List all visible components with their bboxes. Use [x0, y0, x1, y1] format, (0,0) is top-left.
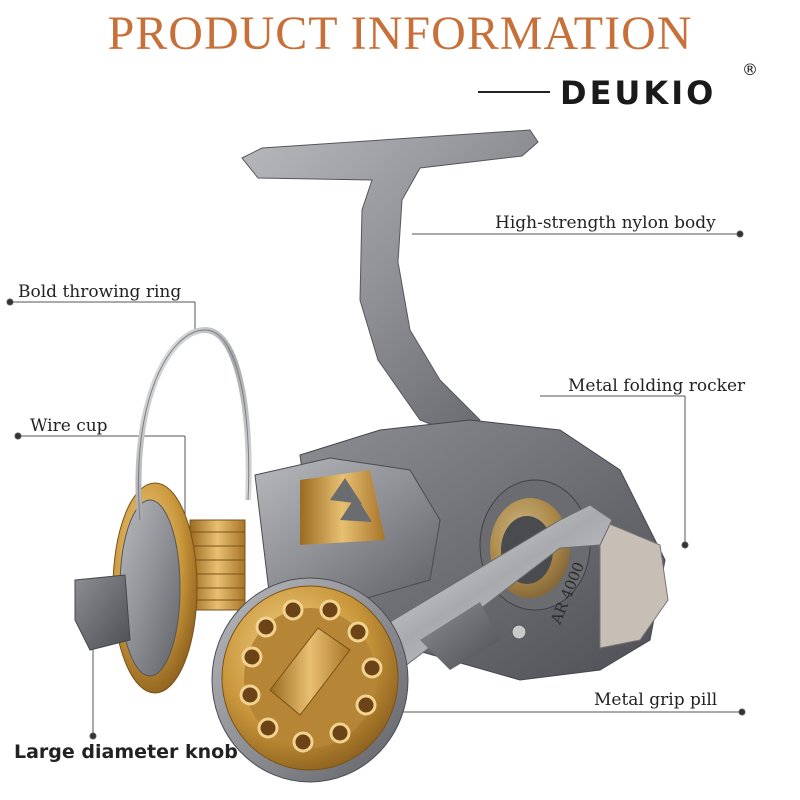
- reel-foot: [241, 129, 539, 441]
- brand-divider: [478, 91, 550, 93]
- callout-throwing-ring: Bold throwing ring: [18, 282, 182, 302]
- callout-nylon-body: High-strength nylon body: [495, 213, 716, 233]
- callout-wire-cup: Wire cup: [30, 416, 108, 436]
- callout-grip-pill: Metal grip pill: [594, 690, 718, 710]
- crank-knob: [211, 577, 409, 783]
- callout-knob: Large diameter knob: [14, 741, 238, 763]
- crank-handle: [359, 504, 613, 671]
- callout-folding-rocker: Metal folding rocker: [568, 376, 746, 396]
- page-title: PRODUCT INFORMATION: [107, 7, 693, 60]
- registered-mark: ®: [742, 60, 758, 79]
- brand-logo: DEUKIO: [560, 74, 717, 112]
